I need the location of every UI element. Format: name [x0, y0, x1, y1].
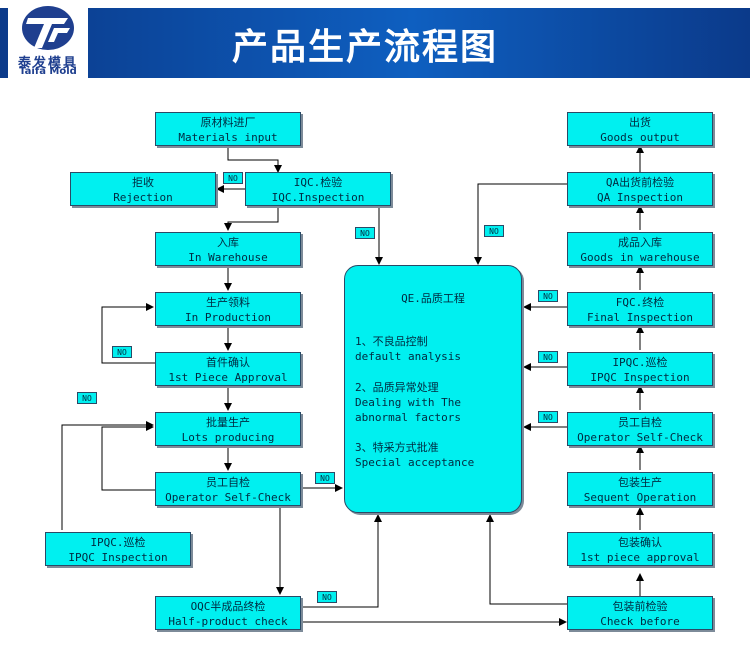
qe-item3-cn: 3、特采方式批准: [355, 441, 439, 454]
company-logo: 泰发模具 Taifa Mold: [8, 4, 88, 80]
qe-item2-cn: 2、品质异常处理: [355, 381, 439, 394]
logo-english-name: Taifa Mold: [19, 66, 77, 77]
box-rejection: 拒收 Rejection: [70, 172, 216, 206]
box-lots-producing: 批量生产 Lots producing: [155, 412, 301, 446]
qe-item2-en2: abnormal factors: [355, 411, 461, 424]
box-ipqc-inspection-right: IPQC.巡检 IPQC Inspection: [567, 352, 713, 386]
arrow-check-before-to-qe: [486, 514, 568, 605]
box-sequent-operation: 包装生产 Sequent Operation: [567, 472, 713, 506]
box-half-product-check: OQC半成品终检 Half-product check: [155, 596, 301, 630]
box-goods-in-warehouse: 成品入库 Goods in warehouse: [567, 232, 713, 266]
box-qe-quality-engineering: QE.品质工程 1、不良品控制 default analysis 2、品质异常处…: [344, 265, 522, 513]
box-first-piece-approval: 首件确认 1st Piece Approval: [155, 352, 301, 386]
box-goods-output: 出货 Goods output: [567, 112, 713, 146]
no-label-ipqc-left: NO: [77, 392, 97, 404]
no-label-first-piece: NO: [112, 346, 132, 358]
box-iqc-inspection: IQC.检验 IQC.Inspection: [245, 172, 391, 206]
box-check-before-packing: 包装前检验 Check before: [567, 596, 713, 630]
page-title: 产品生产流程图: [232, 27, 499, 68]
logo-icon: [22, 6, 74, 50]
loop-ipqc-to-lots: [61, 421, 154, 530]
no-label-qa: NO: [484, 225, 504, 237]
box-ipqc-inspection-left: IPQC.巡检 IPQC Inspection: [45, 532, 191, 566]
box-in-warehouse: 入库 In Warehouse: [155, 232, 301, 266]
no-label-self-check-right: NO: [538, 411, 558, 423]
arrow-half-product-to-qe: [300, 514, 382, 608]
logo-chinese-name: 泰发模具: [17, 56, 78, 71]
box-operator-self-check-right: 员工自检 Operator Self-Check: [567, 412, 713, 446]
box-operator-self-check-left: 员工自检 Operator Self-Check: [155, 472, 301, 506]
header-bar: [0, 8, 750, 78]
no-label-half-product: NO: [317, 591, 337, 603]
qe-item1-en: default analysis: [355, 350, 461, 363]
arrow-qa-to-qe: [474, 183, 568, 265]
qe-item2-en1: Dealing with The: [355, 396, 461, 409]
loop-self-check-to-lots: [101, 423, 155, 491]
box-packing-first-piece: 包装确认 1st piece approval: [567, 532, 713, 566]
no-label-iqc-rejection: NO: [223, 172, 243, 184]
arrow-materials-to-iqc: [227, 146, 282, 173]
no-label-self-check-left: NO: [315, 472, 335, 484]
no-label-fqc: NO: [538, 290, 558, 302]
box-qa-inspection: QA出货前检验 QA Inspection: [567, 172, 713, 206]
qe-title: QE.品质工程: [401, 292, 465, 305]
no-label-ipqc-right: NO: [538, 351, 558, 363]
qe-item1-cn: 1、不良品控制: [355, 335, 428, 348]
box-final-inspection: FQC.终检 Final Inspection: [567, 292, 713, 326]
box-materials-input: 原材料进厂 Materials input: [155, 112, 301, 146]
qe-item3-en: Special acceptance: [355, 456, 475, 469]
box-in-production: 生产领料 In Production: [155, 292, 301, 326]
header: 产品生产流程图: [0, 0, 750, 80]
loop-first-piece-to-production: [101, 303, 155, 364]
no-label-iqc-qe: NO: [355, 227, 375, 239]
arrow-iqc-to-warehouse: [224, 206, 279, 231]
